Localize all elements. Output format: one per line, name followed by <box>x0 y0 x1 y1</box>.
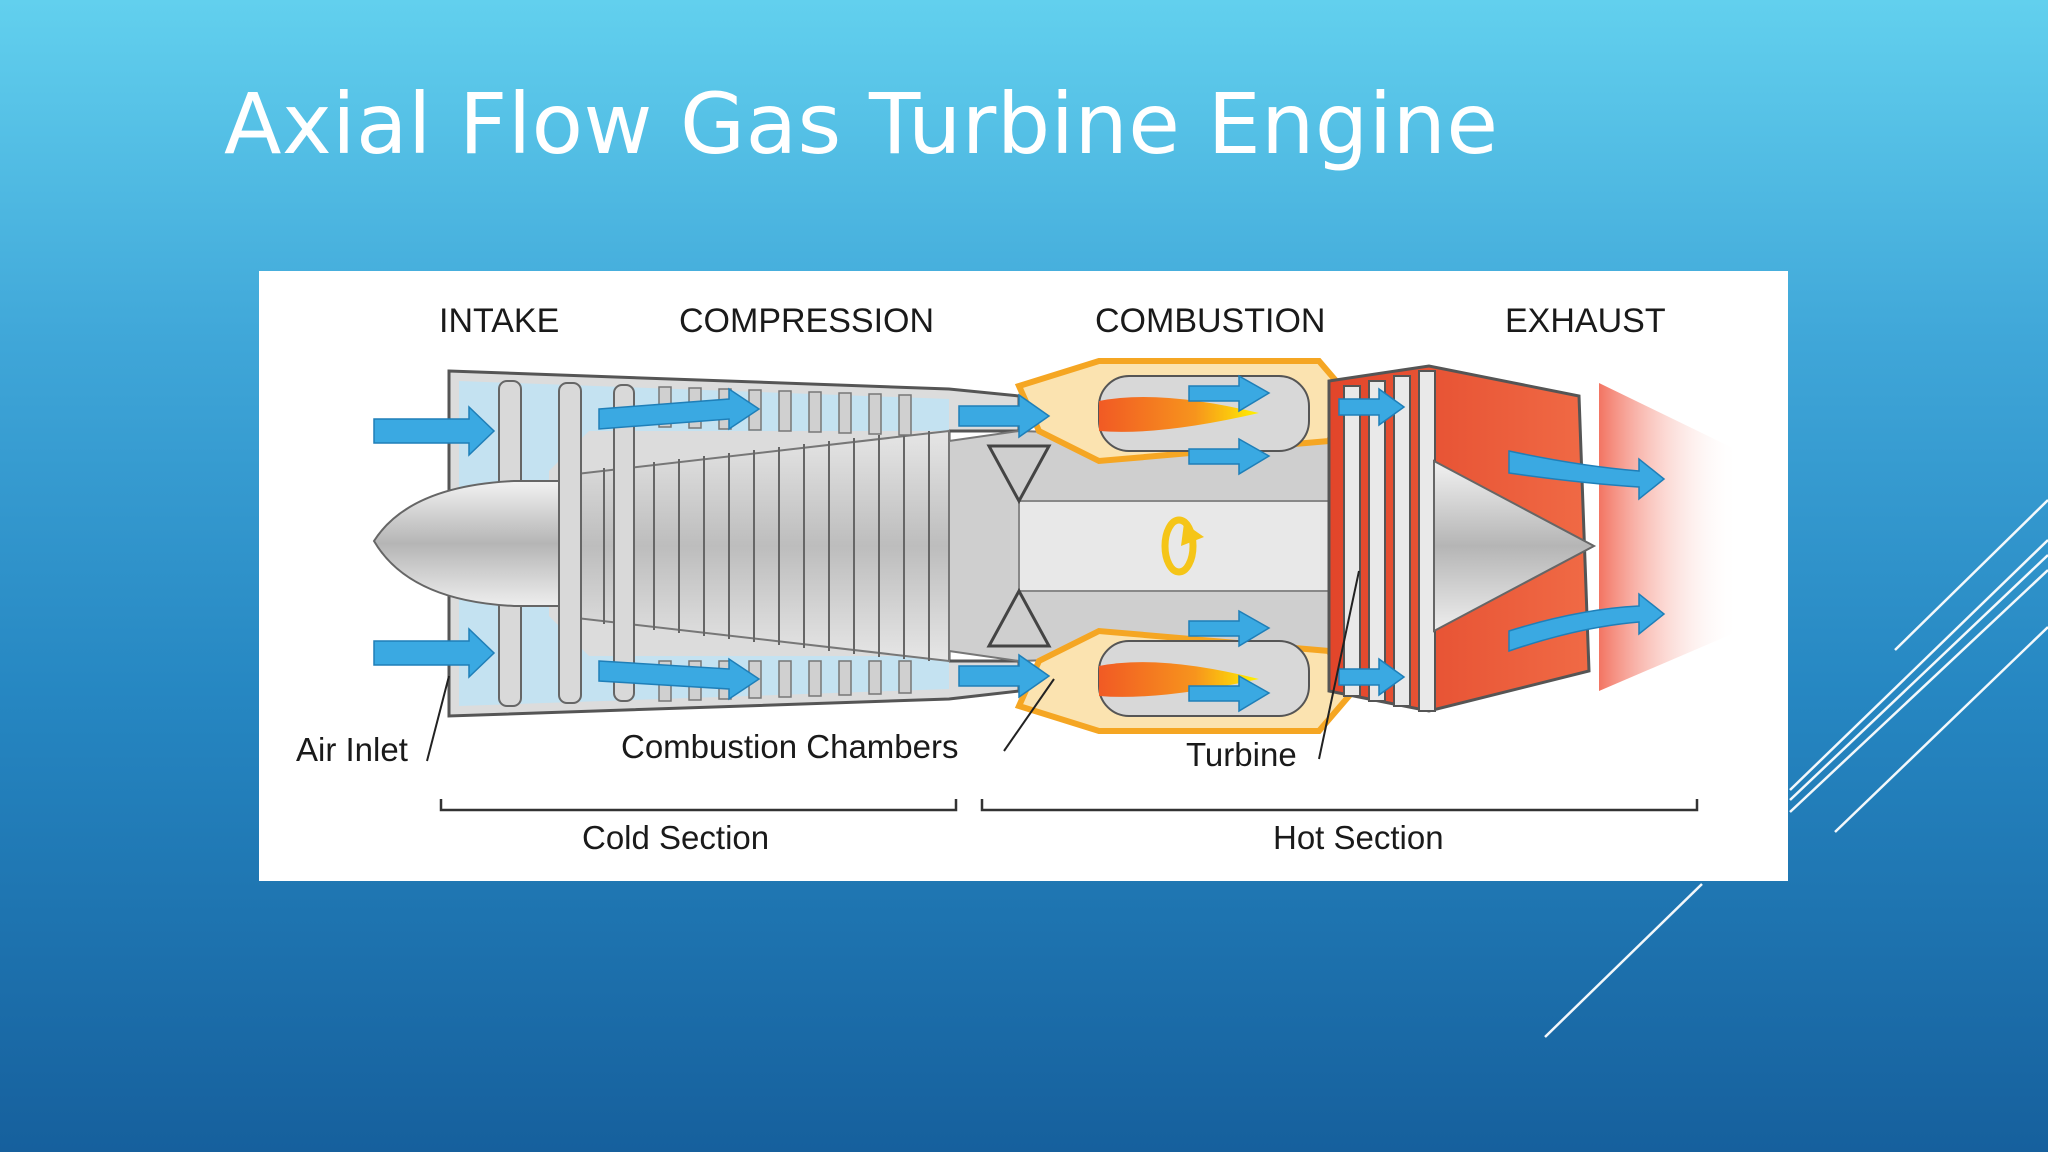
turbine-blades <box>1343 370 1436 712</box>
intake-arrow-bottom <box>373 627 496 679</box>
exhaust-arrow-bottom <box>1508 592 1666 653</box>
stage-label-intake: INTAKE <box>439 302 559 340</box>
turbine-arrow-bottom <box>1338 657 1406 697</box>
engine-diagram-svg: INTAKE COMPRESSION COMBUSTION EXHAUST Ai… <box>296 302 1739 856</box>
airflow-arrows <box>373 374 1666 713</box>
diffuser-brackets <box>986 444 1052 648</box>
callout-turbine: Turbine <box>1186 736 1297 773</box>
compressor-arrow-top <box>598 387 761 431</box>
combustion-arrow-3 <box>1188 609 1271 648</box>
compressor-arrow-bottom <box>598 657 761 701</box>
diffuser-arrow-bottom <box>958 653 1051 699</box>
combustion-arrow-2 <box>1188 437 1271 476</box>
combustion-arrow-4 <box>1188 674 1271 713</box>
callout-air-inlet: Air Inlet <box>296 731 408 768</box>
stage-label-compression: COMPRESSION <box>679 302 934 340</box>
stage-label-combustion: COMBUSTION <box>1095 302 1325 340</box>
shaft-core <box>1018 500 1340 592</box>
turbine-arrow-top <box>1338 387 1406 427</box>
nose-spinner <box>372 480 560 607</box>
stage-label-exhaust: EXHAUST <box>1505 302 1666 340</box>
section-label-cold: Cold Section <box>582 819 769 856</box>
shaft-rotation-arrow <box>1161 516 1204 576</box>
exhaust-plume <box>1599 383 1739 691</box>
diffuser-arrow-top <box>958 393 1051 439</box>
slide-title: Axial Flow Gas Turbine Engine <box>224 75 1499 173</box>
callout-leaders <box>426 570 1360 762</box>
combustion-chamber-bottom <box>1098 640 1310 717</box>
engine-diagram: INTAKE COMPRESSION COMBUSTION EXHAUST Ai… <box>259 271 1788 881</box>
callout-combustion-chambers: Combustion Chambers <box>621 728 958 765</box>
fan-blades <box>498 380 635 707</box>
exhaust-cone <box>1433 459 1597 633</box>
intake-arrow-top <box>373 405 496 457</box>
section-brackets <box>439 799 1699 812</box>
exhaust-arrow-top <box>1508 450 1666 501</box>
combustion-arrow-1 <box>1188 374 1271 413</box>
section-label-hot: Hot Section <box>1273 819 1444 856</box>
